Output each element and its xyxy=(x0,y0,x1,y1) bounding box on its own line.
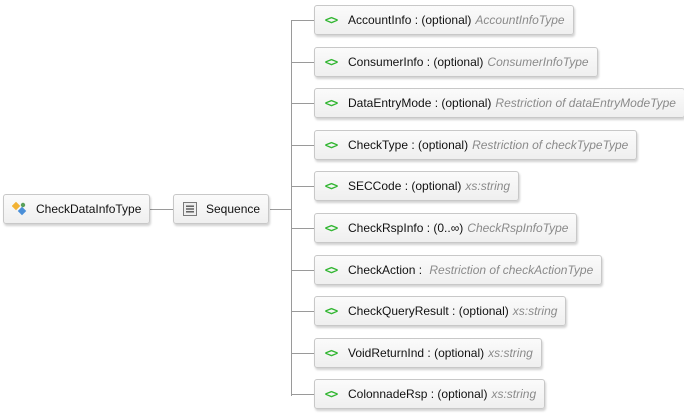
connector-branch xyxy=(291,353,314,354)
element-occurrence: (0..∞) xyxy=(433,221,464,235)
connector-branch xyxy=(291,311,314,312)
element-name: SECCode xyxy=(348,179,402,193)
element-separator: : xyxy=(448,304,459,318)
element-node[interactable]: <> ConsumerInfo : (optional)ConsumerInfoT… xyxy=(314,47,598,77)
element-occurrence: (optional) xyxy=(433,55,484,69)
element-node[interactable]: <> DataEntryMode : (optional)Restriction … xyxy=(314,88,684,118)
element-separator: : xyxy=(423,55,434,69)
connector-branch xyxy=(291,228,314,229)
element-type: Restriction of checkTypeType xyxy=(472,138,629,152)
element-separator: : xyxy=(423,221,434,235)
sequence-node[interactable]: Sequence xyxy=(173,194,270,224)
element-type: xs:string xyxy=(488,346,533,360)
element-icon: <> xyxy=(324,263,338,277)
element-separator: : xyxy=(415,263,426,277)
connector-root-to-sequence xyxy=(150,209,173,210)
element-name: CheckType xyxy=(348,138,409,152)
element-icon: <> xyxy=(324,55,338,69)
element-name: AccountInfo xyxy=(348,13,412,27)
element-node[interactable]: <> AccountInfo : (optional)AccountInfoTyp… xyxy=(314,5,574,35)
complex-type-node[interactable]: CheckDataInfoType xyxy=(3,194,151,224)
connector-branch xyxy=(291,394,314,395)
connector-sequence-out xyxy=(270,209,292,210)
element-type: ConsumerInfoType xyxy=(487,55,589,69)
element-occurrence: (optional) xyxy=(441,96,492,110)
element-separator: : xyxy=(424,346,435,360)
element-type: xs:string xyxy=(512,304,558,318)
element-separator: : xyxy=(431,96,442,110)
connector-branch xyxy=(291,270,314,271)
element-separator: : xyxy=(408,138,419,152)
sequence-icon xyxy=(182,201,198,217)
connector-vertical-trunk xyxy=(291,20,292,396)
element-separator: : xyxy=(427,387,438,401)
element-occurrence: (optional) xyxy=(411,179,462,193)
element-icon: <> xyxy=(324,179,338,193)
element-node[interactable]: <> VoidReturnInd : (optional)xs:string xyxy=(314,338,542,368)
element-icon: <> xyxy=(324,387,338,401)
element-node[interactable]: <> CheckQueryResult : (optional)xs:string xyxy=(314,296,567,326)
element-node[interactable]: <> ColonnadeRsp : (optional)xs:string xyxy=(314,379,546,409)
element-occurrence: (optional) xyxy=(421,13,472,27)
connector-branch xyxy=(291,186,314,187)
element-name: DataEntryMode xyxy=(348,96,432,110)
element-icon: <> xyxy=(324,346,338,360)
sequence-label: Sequence xyxy=(206,202,261,216)
element-name: ColonnadeRsp xyxy=(348,387,428,401)
element-separator: : xyxy=(411,13,422,27)
connector-branch xyxy=(291,20,314,21)
complex-type-name: CheckDataInfoType xyxy=(36,202,142,216)
element-type: Restriction of checkActionType xyxy=(429,263,594,277)
element-icon: <> xyxy=(324,138,338,152)
element-name: CheckQueryResult xyxy=(348,304,449,318)
element-name: ConsumerInfo xyxy=(348,55,424,69)
element-separator: : xyxy=(401,179,412,193)
element-occurrence: (optional) xyxy=(418,138,469,152)
element-icon: <> xyxy=(324,13,338,27)
element-type: AccountInfoType xyxy=(475,13,565,27)
element-type: Restriction of dataEntryModeType xyxy=(495,96,676,110)
element-node[interactable]: <> SECCode : (optional)xs:string xyxy=(314,171,520,201)
connector-branch xyxy=(291,103,314,104)
connector-branch xyxy=(291,145,314,146)
element-icon: <> xyxy=(324,221,338,235)
connector-branch xyxy=(291,62,314,63)
element-occurrence: (optional) xyxy=(458,304,509,318)
element-node[interactable]: <> CheckRspInfo : (0..∞)CheckRspInfoType xyxy=(314,213,578,243)
element-node[interactable]: <> CheckType : (optional)Restriction of c… xyxy=(314,130,638,160)
element-type: xs:string xyxy=(491,387,537,401)
element-icon: <> xyxy=(324,304,338,318)
element-name: CheckRspInfo xyxy=(348,221,424,235)
element-occurrence: (optional) xyxy=(434,346,485,360)
complex-type-icon xyxy=(12,201,28,217)
element-type: CheckRspInfoType xyxy=(467,221,569,235)
element-icon: <> xyxy=(324,96,338,110)
element-name: CheckAction xyxy=(348,263,416,277)
element-name: VoidReturnInd xyxy=(348,346,425,360)
element-node[interactable]: <> CheckAction : Restriction of checkActi… xyxy=(314,255,603,285)
element-type: xs:string xyxy=(465,179,511,193)
element-occurrence: (optional) xyxy=(437,387,488,401)
